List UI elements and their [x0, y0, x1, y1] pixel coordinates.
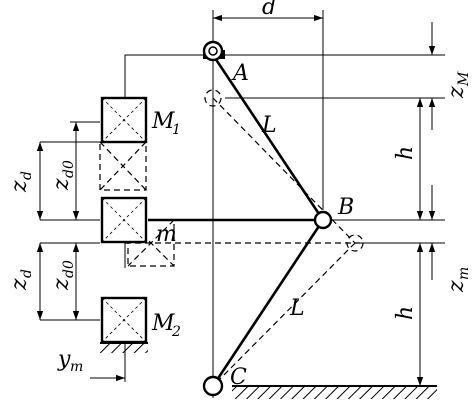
label-zd0-top: z d0	[49, 160, 77, 191]
label-z-m-lower-sub: m	[456, 267, 472, 280]
label-zd-top: z d	[7, 171, 35, 193]
label-m1-main: M	[151, 109, 175, 134]
label-h-top: h	[393, 146, 418, 160]
label-d: d	[262, 0, 276, 20]
label-b: B	[337, 195, 354, 220]
joints	[202, 40, 333, 397]
joint-b	[313, 210, 333, 230]
label-z-m-upper-sub: M	[456, 71, 472, 87]
label-zd0-bottom: z d0	[49, 260, 77, 291]
label-l-top: L	[261, 113, 277, 138]
label-y-m-main: y	[57, 347, 71, 372]
label-m1-sub: 1	[172, 122, 181, 138]
label-m1: M 1	[151, 109, 181, 138]
dimension-arrows	[36, 14, 436, 386]
label-y-m: y m	[57, 347, 83, 375]
label-zd-bottom: z d	[7, 269, 35, 291]
label-zd0-bottom-main: z	[49, 278, 74, 291]
label-z-m-upper-main: z	[444, 86, 469, 99]
label-zd-bottom-sub: d	[19, 269, 35, 278]
label-y-m-sub: m	[70, 359, 83, 375]
label-h-bottom: h	[393, 306, 418, 320]
label-m2: M 2	[151, 311, 181, 340]
label-l-bottom: L	[289, 296, 305, 321]
label-m2-sub: 2	[171, 324, 181, 340]
label-z-m-lower: z m	[444, 267, 472, 293]
label-z-m-upper: z M	[444, 71, 472, 99]
mass-m	[100, 196, 148, 244]
mass-m1	[100, 96, 148, 144]
label-z-m-lower-main: z	[444, 280, 469, 293]
label-m: m	[156, 222, 177, 247]
mass-m2	[100, 296, 148, 344]
label-a: A	[231, 61, 249, 86]
label-m2-main: M	[151, 311, 175, 336]
label-zd-bottom-main: z	[7, 278, 32, 291]
ground-hatch	[100, 342, 437, 399]
label-zd0-bottom-sub: d0	[61, 260, 77, 278]
label-c: C	[230, 365, 247, 390]
links-solid	[148, 54, 325, 387]
label-zd0-top-main: z	[49, 178, 74, 191]
label-zd-top-main: z	[7, 180, 32, 193]
joint-c	[202, 375, 224, 397]
label-zd-top-sub: d	[19, 171, 35, 180]
label-zd0-top-sub: d0	[61, 160, 77, 178]
